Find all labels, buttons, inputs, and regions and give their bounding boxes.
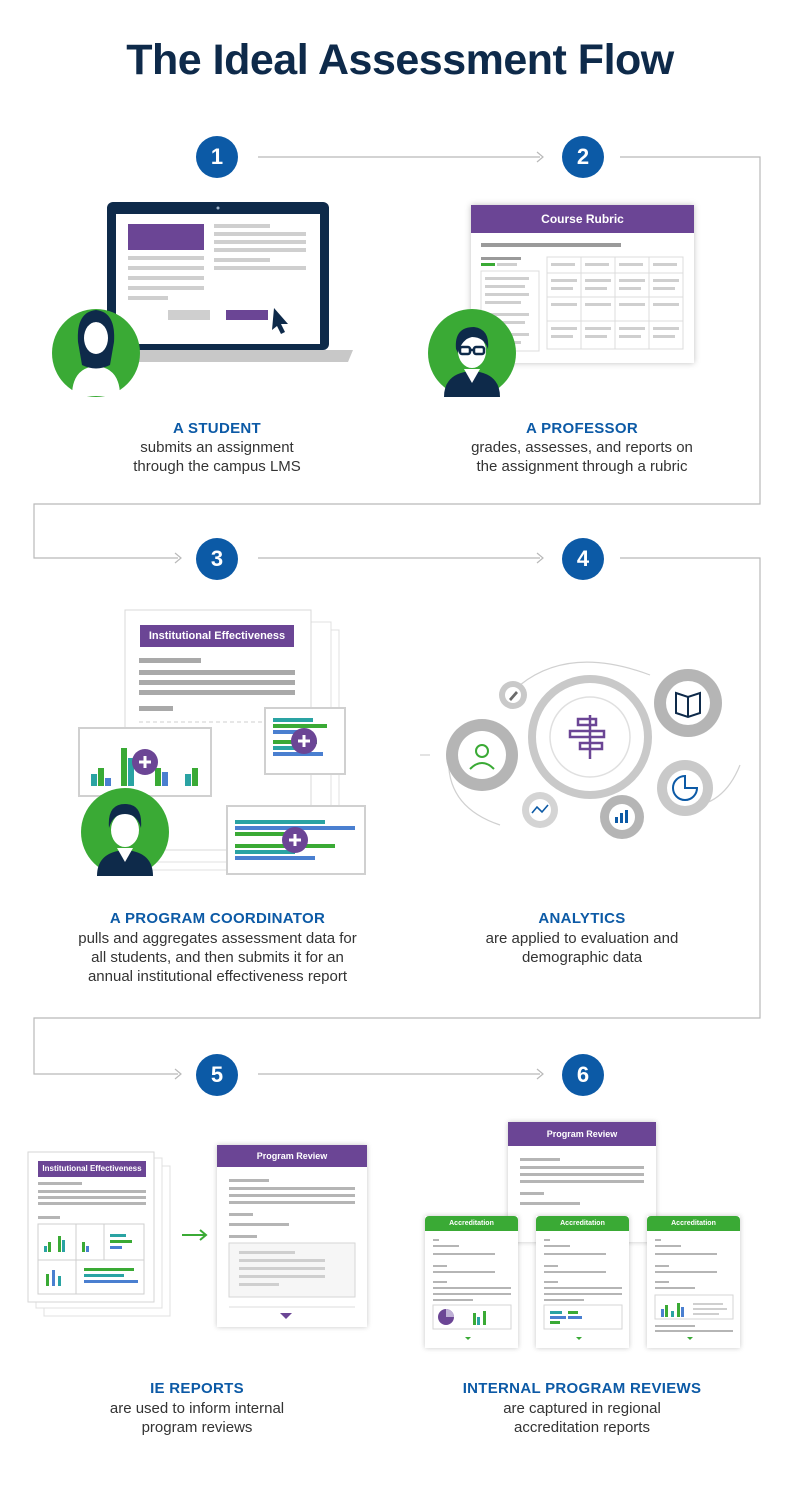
ie-card-header: Institutional Effectiveness <box>140 625 294 647</box>
accreditation-header-2: Accreditation <box>536 1216 629 1231</box>
step-5-title: IE REPORTS <box>150 1380 244 1397</box>
analytics-gears-illustration <box>420 661 741 839</box>
step-4-title: ANALYTICS <box>538 910 626 927</box>
program-review-top-header: Program Review <box>508 1122 656 1146</box>
laptop-lms-illustration <box>52 202 353 397</box>
accreditation-header-1: Accreditation <box>425 1216 518 1231</box>
accreditation-card-2: Accreditation <box>536 1216 629 1348</box>
step-2-badge: 2 <box>562 136 604 178</box>
step-2-title: A PROFESSOR <box>526 420 638 437</box>
step-3-badge: 3 <box>196 538 238 580</box>
step-5-badge: 5 <box>196 1054 238 1096</box>
step-4-badge: 4 <box>562 538 604 580</box>
accreditation-header-3: Accreditation <box>647 1216 740 1231</box>
step-1-badge: 1 <box>196 136 238 178</box>
step-3-title: A PROGRAM COORDINATOR <box>109 910 326 927</box>
ie-report-stack <box>27 1151 171 1317</box>
program-review-header: Program Review <box>217 1145 367 1167</box>
step-6-title: INTERNAL PROGRAM REVIEWS <box>462 1380 702 1397</box>
page-title: The Ideal Assessment Flow <box>126 36 674 84</box>
ie-report-header: Institutional Effectiveness <box>38 1161 146 1177</box>
rubric-grid <box>480 243 684 352</box>
step-3-description: pulls and aggregates assessment data for… <box>78 930 357 985</box>
step-6-badge: 6 <box>562 1054 604 1096</box>
professor-avatar <box>428 309 516 397</box>
accreditation-card-1: Accreditation <box>425 1216 518 1348</box>
course-rubric-header: Course Rubric <box>471 205 694 233</box>
accreditation-card-3: Accreditation <box>647 1216 740 1348</box>
step-1-title: A STUDENT <box>173 420 261 437</box>
arrow-right-icon <box>182 1229 208 1241</box>
report-stack-illustration <box>78 609 366 876</box>
program-review-card: Program Review <box>217 1145 367 1327</box>
